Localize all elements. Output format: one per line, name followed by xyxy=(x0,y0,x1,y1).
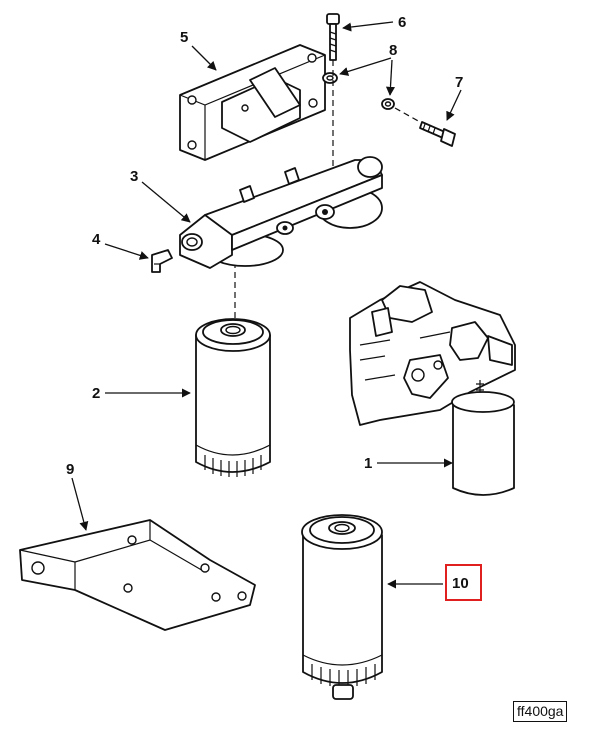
part-6-bolt xyxy=(326,13,340,61)
part-3-filter-head xyxy=(179,156,383,269)
engine-block-detail xyxy=(349,281,516,426)
part-8-washers xyxy=(322,72,395,110)
callout-10-highlight xyxy=(445,564,482,601)
callout-3: 3 xyxy=(130,168,138,185)
callout-1: 1 xyxy=(364,455,372,472)
part-10-filter xyxy=(301,514,383,700)
callout-6: 6 xyxy=(398,14,406,31)
part-7-bolt xyxy=(419,121,456,147)
figure-code-label: ff400ga xyxy=(513,701,568,722)
callout-2: 2 xyxy=(92,385,100,402)
callout-7: 7 xyxy=(455,74,463,91)
part-4-fitting xyxy=(151,249,173,273)
callout-5: 5 xyxy=(180,29,188,46)
callout-10: 10 xyxy=(452,575,469,592)
part-2-fuel-filter xyxy=(195,318,271,477)
callout-4: 4 xyxy=(92,231,101,248)
alignment-line-side-bolt xyxy=(394,107,421,123)
part-1-installed-filter xyxy=(451,380,515,496)
part-5-mounting-bracket xyxy=(179,44,326,161)
part-9-bracket xyxy=(19,519,256,631)
callout-9: 9 xyxy=(66,461,74,478)
callout-leaders xyxy=(71,21,462,589)
callout-8: 8 xyxy=(389,42,397,59)
